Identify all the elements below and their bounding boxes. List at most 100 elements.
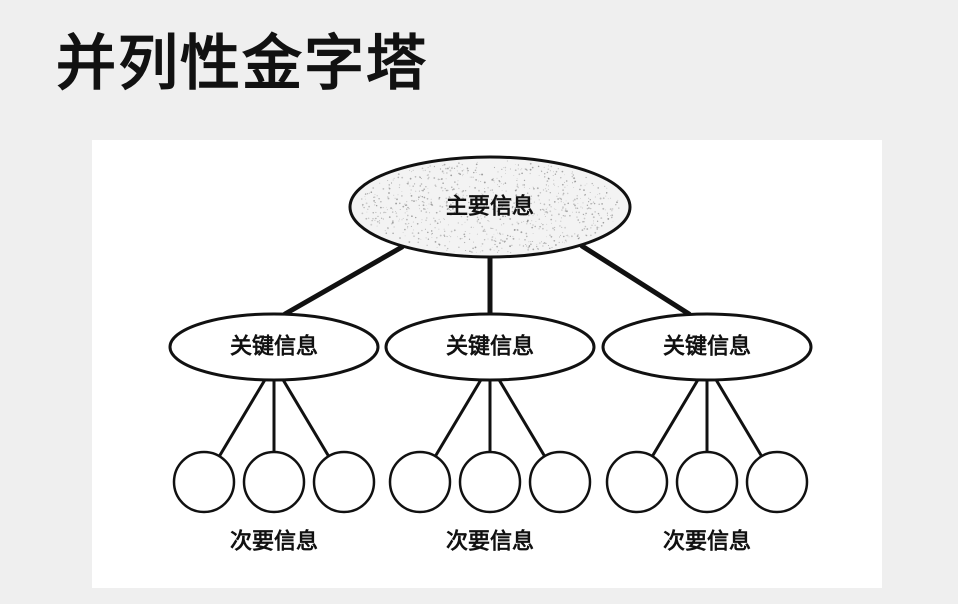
speckle-dot — [584, 214, 586, 216]
speckle-dot — [417, 232, 420, 234]
speckle-dot — [361, 203, 364, 206]
speckle-dot — [443, 228, 445, 230]
speckle-dot — [392, 232, 394, 235]
main-info-label: 主要信息 — [446, 194, 534, 220]
speckle-dot — [458, 162, 460, 164]
speckle-dot — [517, 168, 519, 170]
speckle-dot — [584, 184, 586, 186]
key-info-label: 关键信息 — [446, 334, 534, 360]
speckle-dot — [522, 184, 524, 186]
key-info-label: 关键信息 — [663, 334, 751, 360]
speckle-dot — [552, 227, 554, 230]
speckle-dot — [420, 183, 423, 185]
speckle-dot — [529, 172, 531, 175]
speckle-dot — [553, 183, 555, 185]
speckle-dot — [476, 206, 479, 209]
speckle-dot — [577, 234, 579, 236]
speckle-dot — [483, 238, 486, 241]
speckle-dot — [532, 241, 534, 242]
speckle-dot — [506, 160, 508, 162]
speckle-dot — [498, 232, 501, 235]
speckle-dot — [440, 186, 443, 189]
speckle-dot — [407, 181, 409, 183]
speckle-dot — [481, 194, 484, 197]
speckle-dot — [578, 237, 580, 239]
speckle-dot — [506, 234, 509, 237]
speckle-dot — [435, 211, 438, 214]
speckle-dot — [390, 222, 393, 225]
speckle-dot — [421, 201, 423, 203]
connector-key-to-secondary — [217, 376, 268, 460]
speckle-dot — [470, 204, 472, 206]
speckle-dot — [518, 210, 520, 213]
speckle-dot — [481, 249, 484, 252]
speckle-dot — [477, 218, 480, 221]
speckle-dot — [418, 190, 420, 192]
speckle-dot — [408, 208, 410, 210]
speckle-dot — [399, 202, 401, 205]
speckle-dot — [586, 204, 589, 206]
speckle-dot — [573, 177, 576, 180]
speckle-dot — [447, 167, 449, 170]
speckle-dot — [571, 235, 573, 238]
speckle-dot — [548, 185, 550, 187]
speckle-dot — [494, 240, 497, 242]
speckle-dot — [493, 179, 495, 182]
speckle-dot — [544, 216, 546, 217]
speckle-dot — [430, 230, 433, 232]
speckle-dot — [563, 235, 565, 238]
speckle-dot — [449, 241, 451, 243]
secondary-info-node — [242, 450, 306, 514]
speckle-dot — [423, 196, 426, 199]
speckle-dot — [511, 223, 514, 226]
speckle-dot — [390, 182, 393, 184]
speckle-dot — [374, 201, 376, 204]
speckle-dot — [397, 173, 400, 175]
speckle-dot — [472, 211, 474, 213]
speckle-dot — [513, 202, 515, 204]
speckle-dot — [573, 198, 576, 201]
speckle-dot — [391, 211, 394, 213]
speckle-dot — [511, 210, 514, 213]
speckle-dot — [386, 206, 387, 208]
speckle-dot — [415, 200, 417, 202]
speckle-dot — [436, 222, 439, 225]
speckle-dot — [591, 224, 593, 227]
speckle-dot — [549, 170, 551, 172]
speckle-dot — [517, 164, 519, 166]
speckle-dot — [533, 212, 536, 215]
speckle-dot — [456, 206, 458, 208]
speckle-dot — [514, 208, 517, 211]
speckle-dot — [573, 187, 575, 188]
speckle-dot — [495, 207, 497, 209]
speckle-dot — [497, 196, 499, 198]
speckle-dot — [494, 181, 495, 183]
speckle-dot — [615, 204, 617, 206]
speckle-dot — [409, 169, 411, 171]
speckle-dot — [492, 208, 495, 211]
speckle-dot — [469, 204, 471, 206]
speckle-dot — [532, 248, 535, 251]
speckle-dot — [516, 183, 519, 185]
speckle-dot — [452, 207, 454, 210]
speckle-dot — [422, 170, 424, 172]
speckle-dot — [441, 206, 444, 208]
speckle-dot — [509, 245, 512, 248]
speckle-dot — [553, 229, 556, 231]
speckle-dot — [447, 236, 448, 238]
speckle-dot — [599, 197, 602, 200]
speckle-dot — [451, 186, 453, 189]
speckle-dot — [596, 226, 598, 229]
speckle-dot — [379, 182, 381, 184]
speckle-dot — [373, 196, 375, 198]
speckle-dot — [459, 211, 460, 213]
speckle-dot — [448, 196, 451, 198]
speckle-dot — [372, 218, 374, 220]
speckle-dot — [520, 169, 522, 171]
speckle-dot — [406, 223, 408, 225]
speckle-dot — [385, 232, 388, 234]
speckle-dot — [577, 219, 579, 221]
speckle-dot — [586, 208, 588, 210]
speckle-dot — [529, 162, 532, 165]
